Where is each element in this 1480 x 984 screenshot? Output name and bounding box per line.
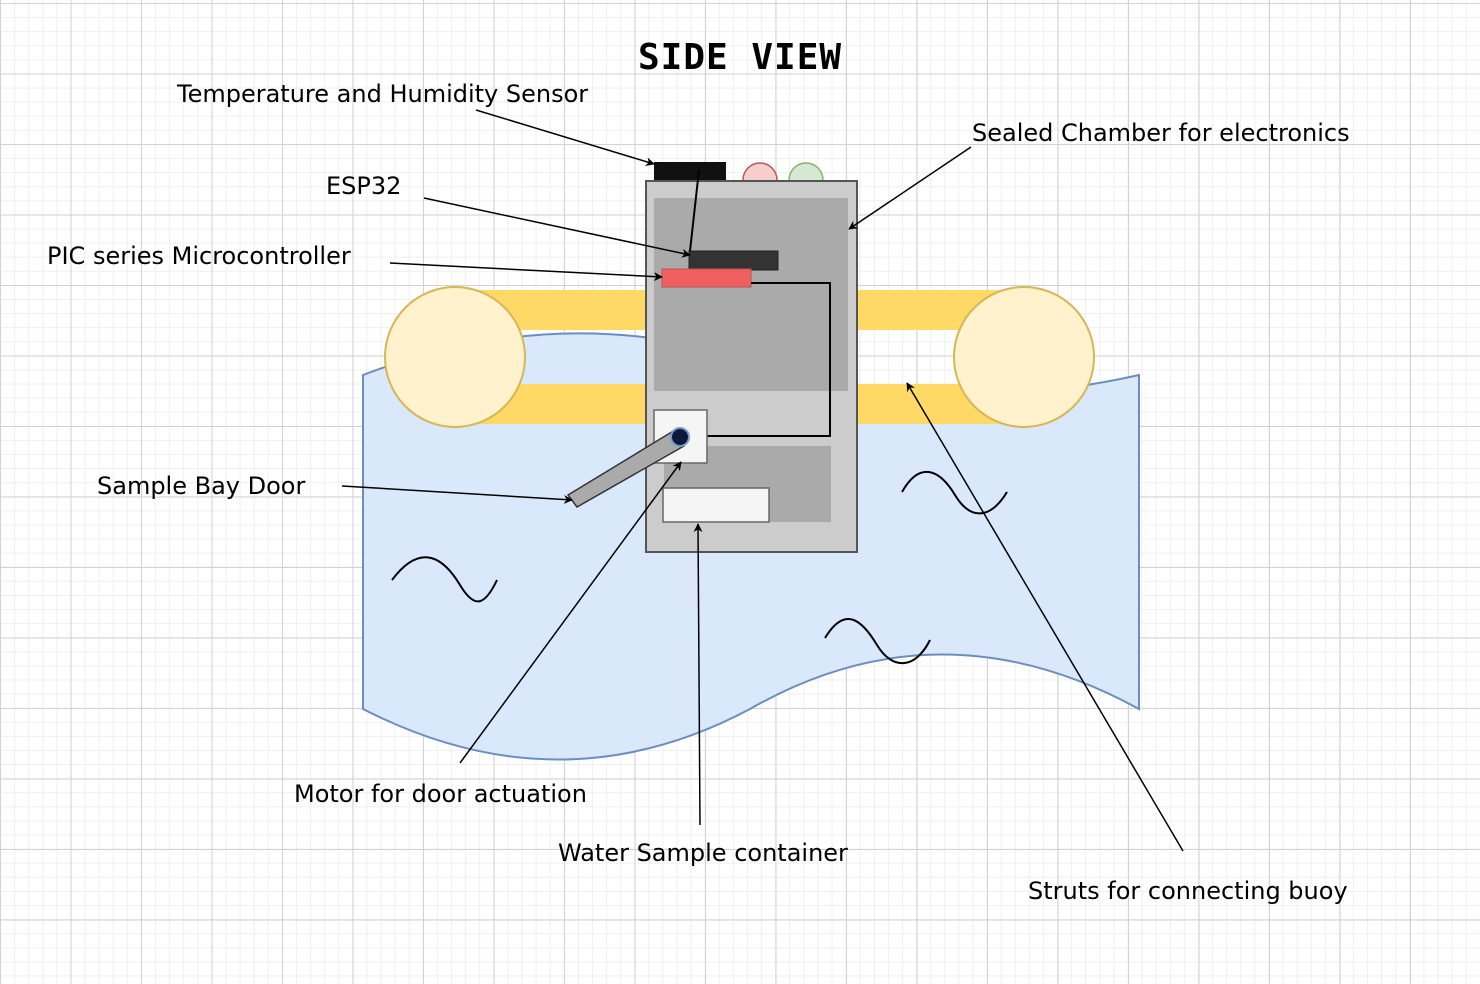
arrow-temp-sensor — [475, 109, 655, 166]
label-esp32: ESP32 — [326, 172, 402, 200]
label-sample-bay-door: Sample Bay Door — [97, 472, 306, 500]
arrow-sealed-chamber — [848, 146, 972, 230]
esp32-board — [688, 250, 779, 271]
buoy-left — [384, 286, 526, 428]
door-motor — [670, 427, 690, 447]
water-sample-container — [662, 487, 770, 523]
label-pic-microcontroller: PIC series Microcontroller — [47, 242, 351, 270]
arrow-esp32 — [423, 197, 691, 258]
wave-squiggle-1 — [391, 556, 498, 603]
arrow-sample-door — [341, 485, 573, 504]
label-temperature-humidity-sensor: Temperature and Humidity Sensor — [177, 80, 589, 108]
label-struts-connecting-buoy: Struts for connecting buoy — [1028, 877, 1348, 905]
label-water-sample-container: Water Sample container — [558, 839, 848, 867]
arrow-motor — [459, 461, 682, 764]
buoy-right — [953, 286, 1095, 428]
label-sealed-chamber: Sealed Chamber for electronics — [972, 119, 1350, 147]
label-motor-door-actuation: Motor for door actuation — [294, 780, 587, 808]
sensor-wire — [689, 169, 700, 252]
wave-squiggle-3 — [901, 471, 1008, 515]
arrow-struts — [906, 382, 1184, 852]
motor-control-wire — [705, 282, 831, 437]
sealed-chamber — [654, 198, 848, 391]
diagram-title: SIDE VIEW — [638, 37, 843, 78]
wave-squiggle-2 — [824, 618, 931, 665]
arrow-pic — [389, 262, 663, 282]
arrow-water-container — [693, 523, 703, 826]
temperature-humidity-sensor — [654, 162, 726, 182]
pic-microcontroller — [661, 268, 752, 288]
